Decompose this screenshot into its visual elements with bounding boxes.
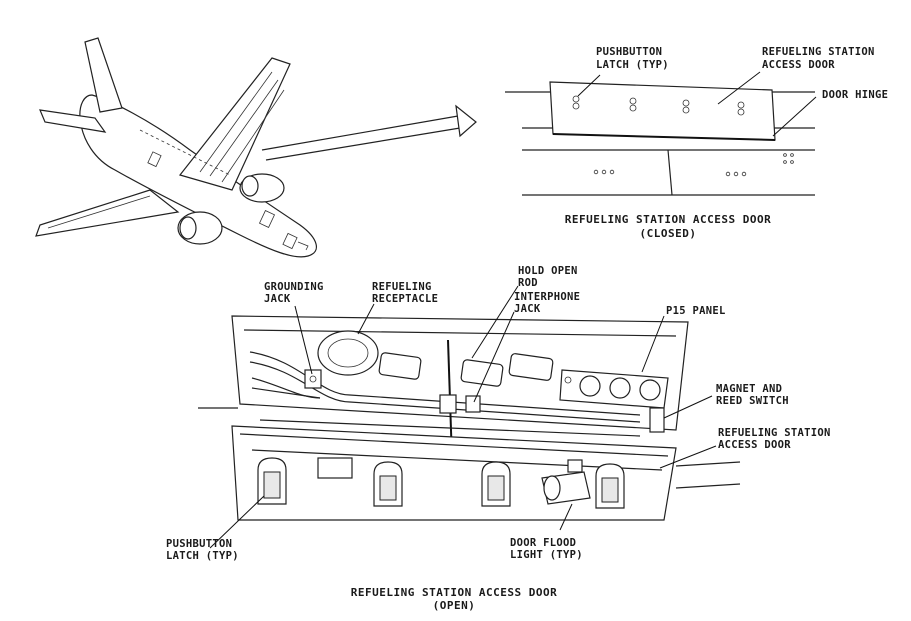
open-label-access-door-line2: ACCESS DOOR — [718, 439, 791, 451]
open-label-magnet-reed-line1: MAGNET AND — [716, 383, 782, 395]
open-caption-line1: REFUELING STATION ACCESS DOOR — [351, 586, 558, 599]
closed-label-access-door-line1: REFUELING STATION — [762, 46, 875, 58]
open-label-interphone-jack-line2: JACK — [514, 303, 541, 315]
closed-label-pushbutton-line1: PUSHBUTTON — [596, 46, 662, 58]
open-label-p15-panel: P15 PANEL — [666, 305, 726, 317]
airplane-illustration — [35, 37, 477, 258]
closed-pushbutton-latches — [572, 95, 745, 116]
closed-label-access-door-line2: ACCESS DOOR — [762, 59, 835, 71]
open-label-hold-open-rod-line2: ROD — [518, 277, 538, 289]
open-label-interphone-jack-line1: INTERPHONE — [514, 291, 580, 303]
open-label-grounding-jack-line2: JACK — [264, 293, 291, 305]
open-label-access-door-line1: REFUELING STATION — [718, 427, 831, 439]
open-pushbutton-latches — [257, 457, 625, 509]
open-door-illustration — [198, 285, 741, 549]
open-caption-line2: (OPEN) — [433, 599, 476, 612]
closed-label-pushbutton-line2: LATCH (TYP) — [596, 59, 669, 71]
closed-door-illustration — [505, 71, 817, 196]
open-label-refueling-receptacle-line1: REFUELING — [372, 281, 432, 293]
open-label-pushbutton-line2: LATCH (TYP) — [166, 550, 239, 562]
closed-caption-line2: (CLOSED) — [640, 227, 697, 240]
open-label-pushbutton-line1: PUSHBUTTON — [166, 538, 232, 550]
open-label-grounding-jack-line1: GROUNDING — [264, 281, 324, 293]
open-label-flood-light-line2: LIGHT (TYP) — [510, 549, 583, 561]
open-label-magnet-reed-line2: REED SWITCH — [716, 395, 789, 407]
closed-label-door-hinge: DOOR HINGE — [822, 89, 888, 101]
open-label-refueling-receptacle-line2: RECEPTACLE — [372, 293, 438, 305]
open-label-flood-light-line1: DOOR FLOOD — [510, 537, 576, 549]
open-label-hold-open-rod-line1: HOLD OPEN — [518, 265, 578, 277]
closed-caption-line1: REFUELING STATION ACCESS DOOR — [565, 213, 772, 226]
